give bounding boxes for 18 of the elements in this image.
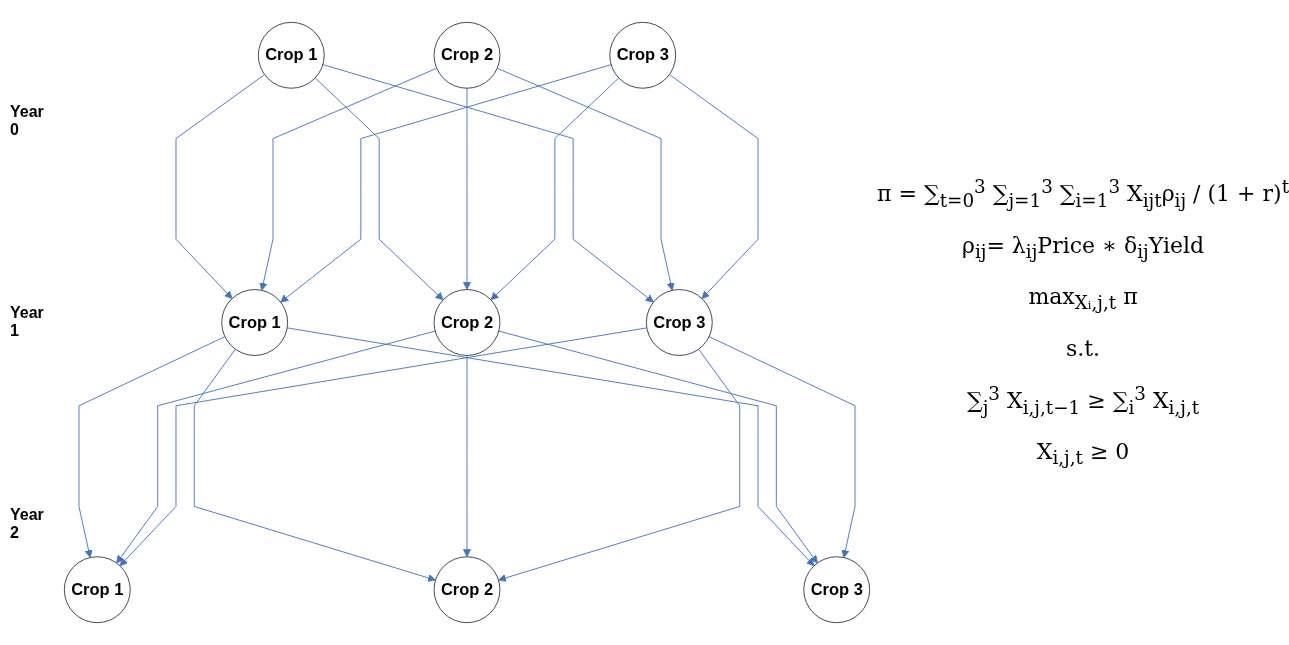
formula: ρ$_{ij}$= λ$_{ij}$Price ∗ δ$_{ij}$Yield (961, 232, 1205, 263)
node-circle: Crop 3 (609, 21, 677, 89)
node-circle: Crop 2 (433, 556, 501, 624)
formula: ∑$_{j}$$^{3}$ X$_{i,j,t−1}$ ≥ ∑$_{i}$$^{3}$ X$_{i,j,t}$ (966, 382, 1200, 418)
formula: π = ∑$_{t=0}$$^{3}$ ∑$_{j=1}$$^{3}$ ∑$_{i=1}$$^{3}$ X$_{ijt}$ρ$_{ij}$ / (1 + r)$^{t}$ (877, 176, 1289, 211)
node-circle: Crop 2 (433, 289, 501, 356)
formula: X$_{i,j,t}$ ≥ 0 (1036, 439, 1130, 469)
formula: s.t. (1065, 335, 1101, 361)
node-circle: Crop 2 (433, 21, 501, 89)
node-circle: Crop 1 (257, 21, 325, 89)
formula: max$_{Xᵢ,j,t}$ π (1028, 284, 1138, 314)
node-circle: Crop 1 (63, 556, 131, 624)
node-circle: Crop 3 (645, 289, 713, 356)
year-label: Year 1 (9, 304, 45, 341)
year-label: Year 0 (9, 102, 45, 139)
node-circle: Crop 3 (803, 556, 871, 624)
node-circle: Crop 1 (221, 289, 289, 356)
year-label: Year 2 (9, 506, 45, 543)
